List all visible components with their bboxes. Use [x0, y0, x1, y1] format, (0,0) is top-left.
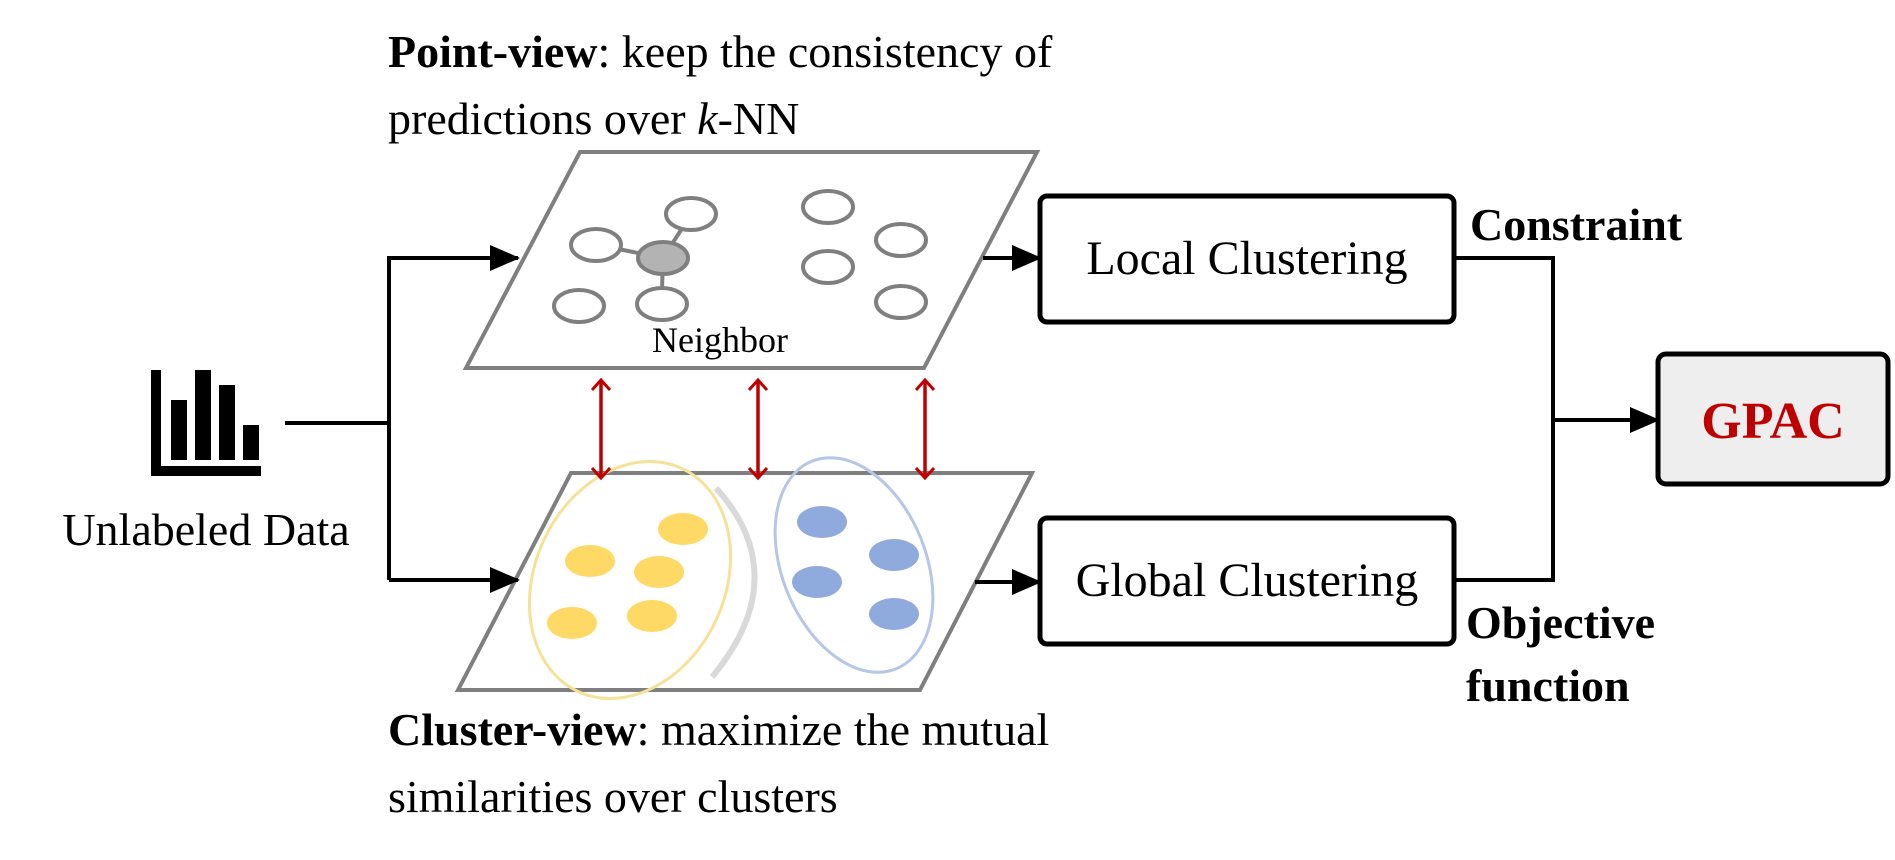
- cluster-groups: [527, 456, 935, 700]
- input-connectors: [285, 245, 520, 593]
- blue-point: [869, 598, 919, 630]
- cluster-separator: [709, 485, 758, 679]
- point-view-caption-line1: Point-view: keep the consistency of: [388, 26, 1053, 77]
- bar-chart-icon: [151, 370, 261, 476]
- neighbor-label: Neighbor: [652, 320, 788, 360]
- yellow-point: [565, 545, 615, 577]
- objective-label-line2: function: [1466, 660, 1630, 711]
- yellow-point: [634, 556, 684, 588]
- view-correspondence-arrows: [590, 377, 936, 481]
- constraint-label: Constraint: [1470, 199, 1683, 250]
- cluster-view-caption-line1: Cluster-view: maximize the mutual: [388, 704, 1049, 755]
- arrow-to-point-view: [387, 245, 520, 580]
- gpac-output-box: GPAC: [1655, 351, 1891, 487]
- blue-cluster-outline: [773, 456, 935, 674]
- local-clustering-box: Local Clustering: [1037, 193, 1457, 325]
- point-node: [569, 227, 623, 263]
- objective-label-line1: Objective: [1466, 597, 1655, 648]
- point-node: [635, 286, 689, 322]
- local-clustering-label: Local Clustering: [1086, 232, 1407, 285]
- point-node: [874, 284, 928, 320]
- yellow-point: [627, 600, 677, 632]
- yellow-point: [547, 607, 597, 639]
- neighbor-graph: [552, 189, 928, 324]
- blue-point: [869, 539, 919, 571]
- blue-point: [797, 506, 847, 538]
- yellow-cluster-outline: [527, 460, 733, 700]
- global-clustering-box: Global Clustering: [1037, 515, 1457, 647]
- merge-bracket: [1454, 256, 1555, 582]
- cluster-view-caption-line2: similarities over clusters: [388, 771, 838, 822]
- unlabeled-data-label: Unlabeled Data: [62, 504, 349, 555]
- point-node: [552, 288, 606, 324]
- gpac-rect: [1655, 351, 1891, 487]
- merge-connectors: [1454, 256, 1660, 582]
- cluster-view-plane: [454, 471, 1036, 692]
- yellow-point: [658, 513, 708, 545]
- point-node: [664, 196, 718, 232]
- point-node: [801, 189, 855, 225]
- point-view-caption-line2: predictions over k-NN: [388, 93, 799, 144]
- point-node: [874, 222, 928, 258]
- gpac-label: GPAC: [1701, 393, 1844, 450]
- blue-point: [792, 566, 842, 598]
- global-clustering-label: Global Clustering: [1076, 554, 1419, 607]
- point-node: [801, 249, 855, 285]
- center-point-node: [636, 240, 690, 276]
